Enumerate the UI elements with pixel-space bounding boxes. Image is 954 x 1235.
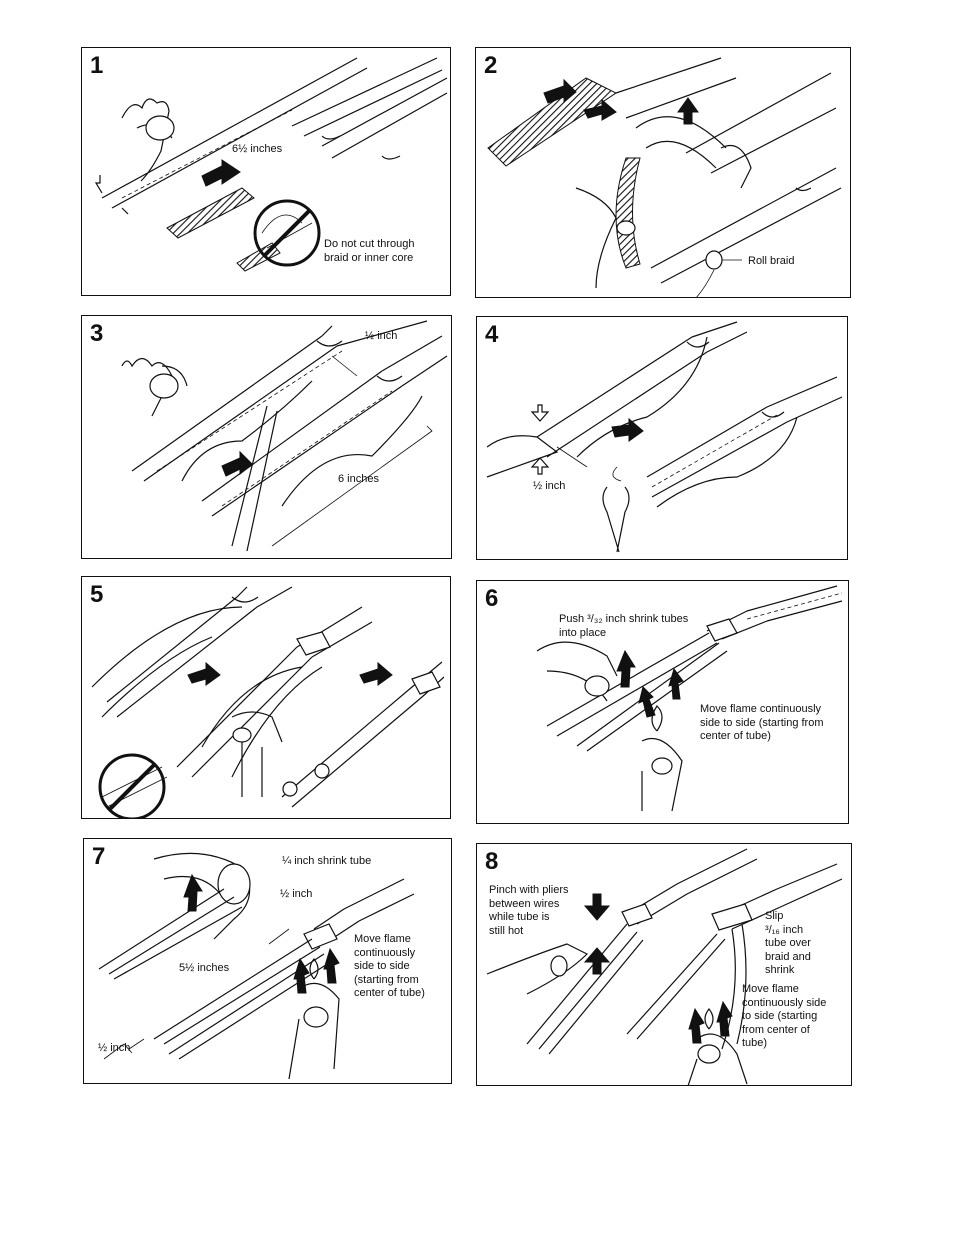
length-label: 6½ inches [232,143,283,155]
step-number: 1 [90,52,104,79]
step-number: 3 [90,320,104,347]
step-number: 6 [485,585,499,612]
step-4-panel: 4 ½ inch [476,316,848,560]
step-number: 5 [90,581,104,608]
half-inch-top-label: ½ inch [280,888,313,900]
step-number: 4 [485,321,499,348]
step-number: 2 [484,52,498,79]
warning-label: Do not cut through braid or inner core [324,238,415,264]
move-flame-label: Move flame continuously side to side (st… [700,703,824,742]
step-1-panel: 1 6½ inches Do not cut through braid or … [81,47,451,296]
move-flame-label: Move flame continuously side to side (st… [354,933,425,999]
step-6-panel: 6 Push ³/₃₂ inch shrink tubes into place… [476,580,849,824]
half-inch-label: ½ inch [533,480,566,492]
step-7-illustration [98,852,415,1080]
step-4-illustration [486,321,843,553]
step-2-illustration [487,57,842,297]
step-number: 7 [92,843,106,870]
slip-tube-label: Slip ³/₁₆ inch tube over braid and shrin… [765,910,811,976]
step-6-illustration [536,585,843,812]
half-inch-bottom-label: ½ inch [98,1042,131,1054]
step-1-illustration [94,57,448,272]
five-half-inches-label: 5½ inches [179,962,230,974]
step-number: 8 [485,848,499,875]
shrink-tube-label: ¼ inch shrink tube [282,855,372,867]
step-7-panel: 7 ¼ inch shrink tube ½ inch 5½ inches Mo… [83,838,452,1084]
step-2-panel: 2 Roll braid [475,47,851,298]
roll-braid-label: Roll braid [748,255,795,267]
step-3-panel: 3 ½ inch 6 inches [81,315,452,559]
push-shrink-tubes-label: Push ³/₃₂ inch shrink tubes into place [559,613,689,639]
six-inches-label: 6 inches [338,473,379,485]
step-5-panel: 5 [81,576,451,819]
step-3-illustration [121,320,448,552]
pinch-pliers-label: Pinch with pliers between wires while tu… [489,884,569,937]
step-5-illustration [91,586,445,818]
step-8-panel: 8 Pinch with pliers between wires while … [476,843,852,1086]
half-inch-label: ½ inch [365,330,398,342]
step-8-illustration [486,848,843,1085]
move-flame-label: Move flame continuously side to side (st… [742,983,827,1049]
